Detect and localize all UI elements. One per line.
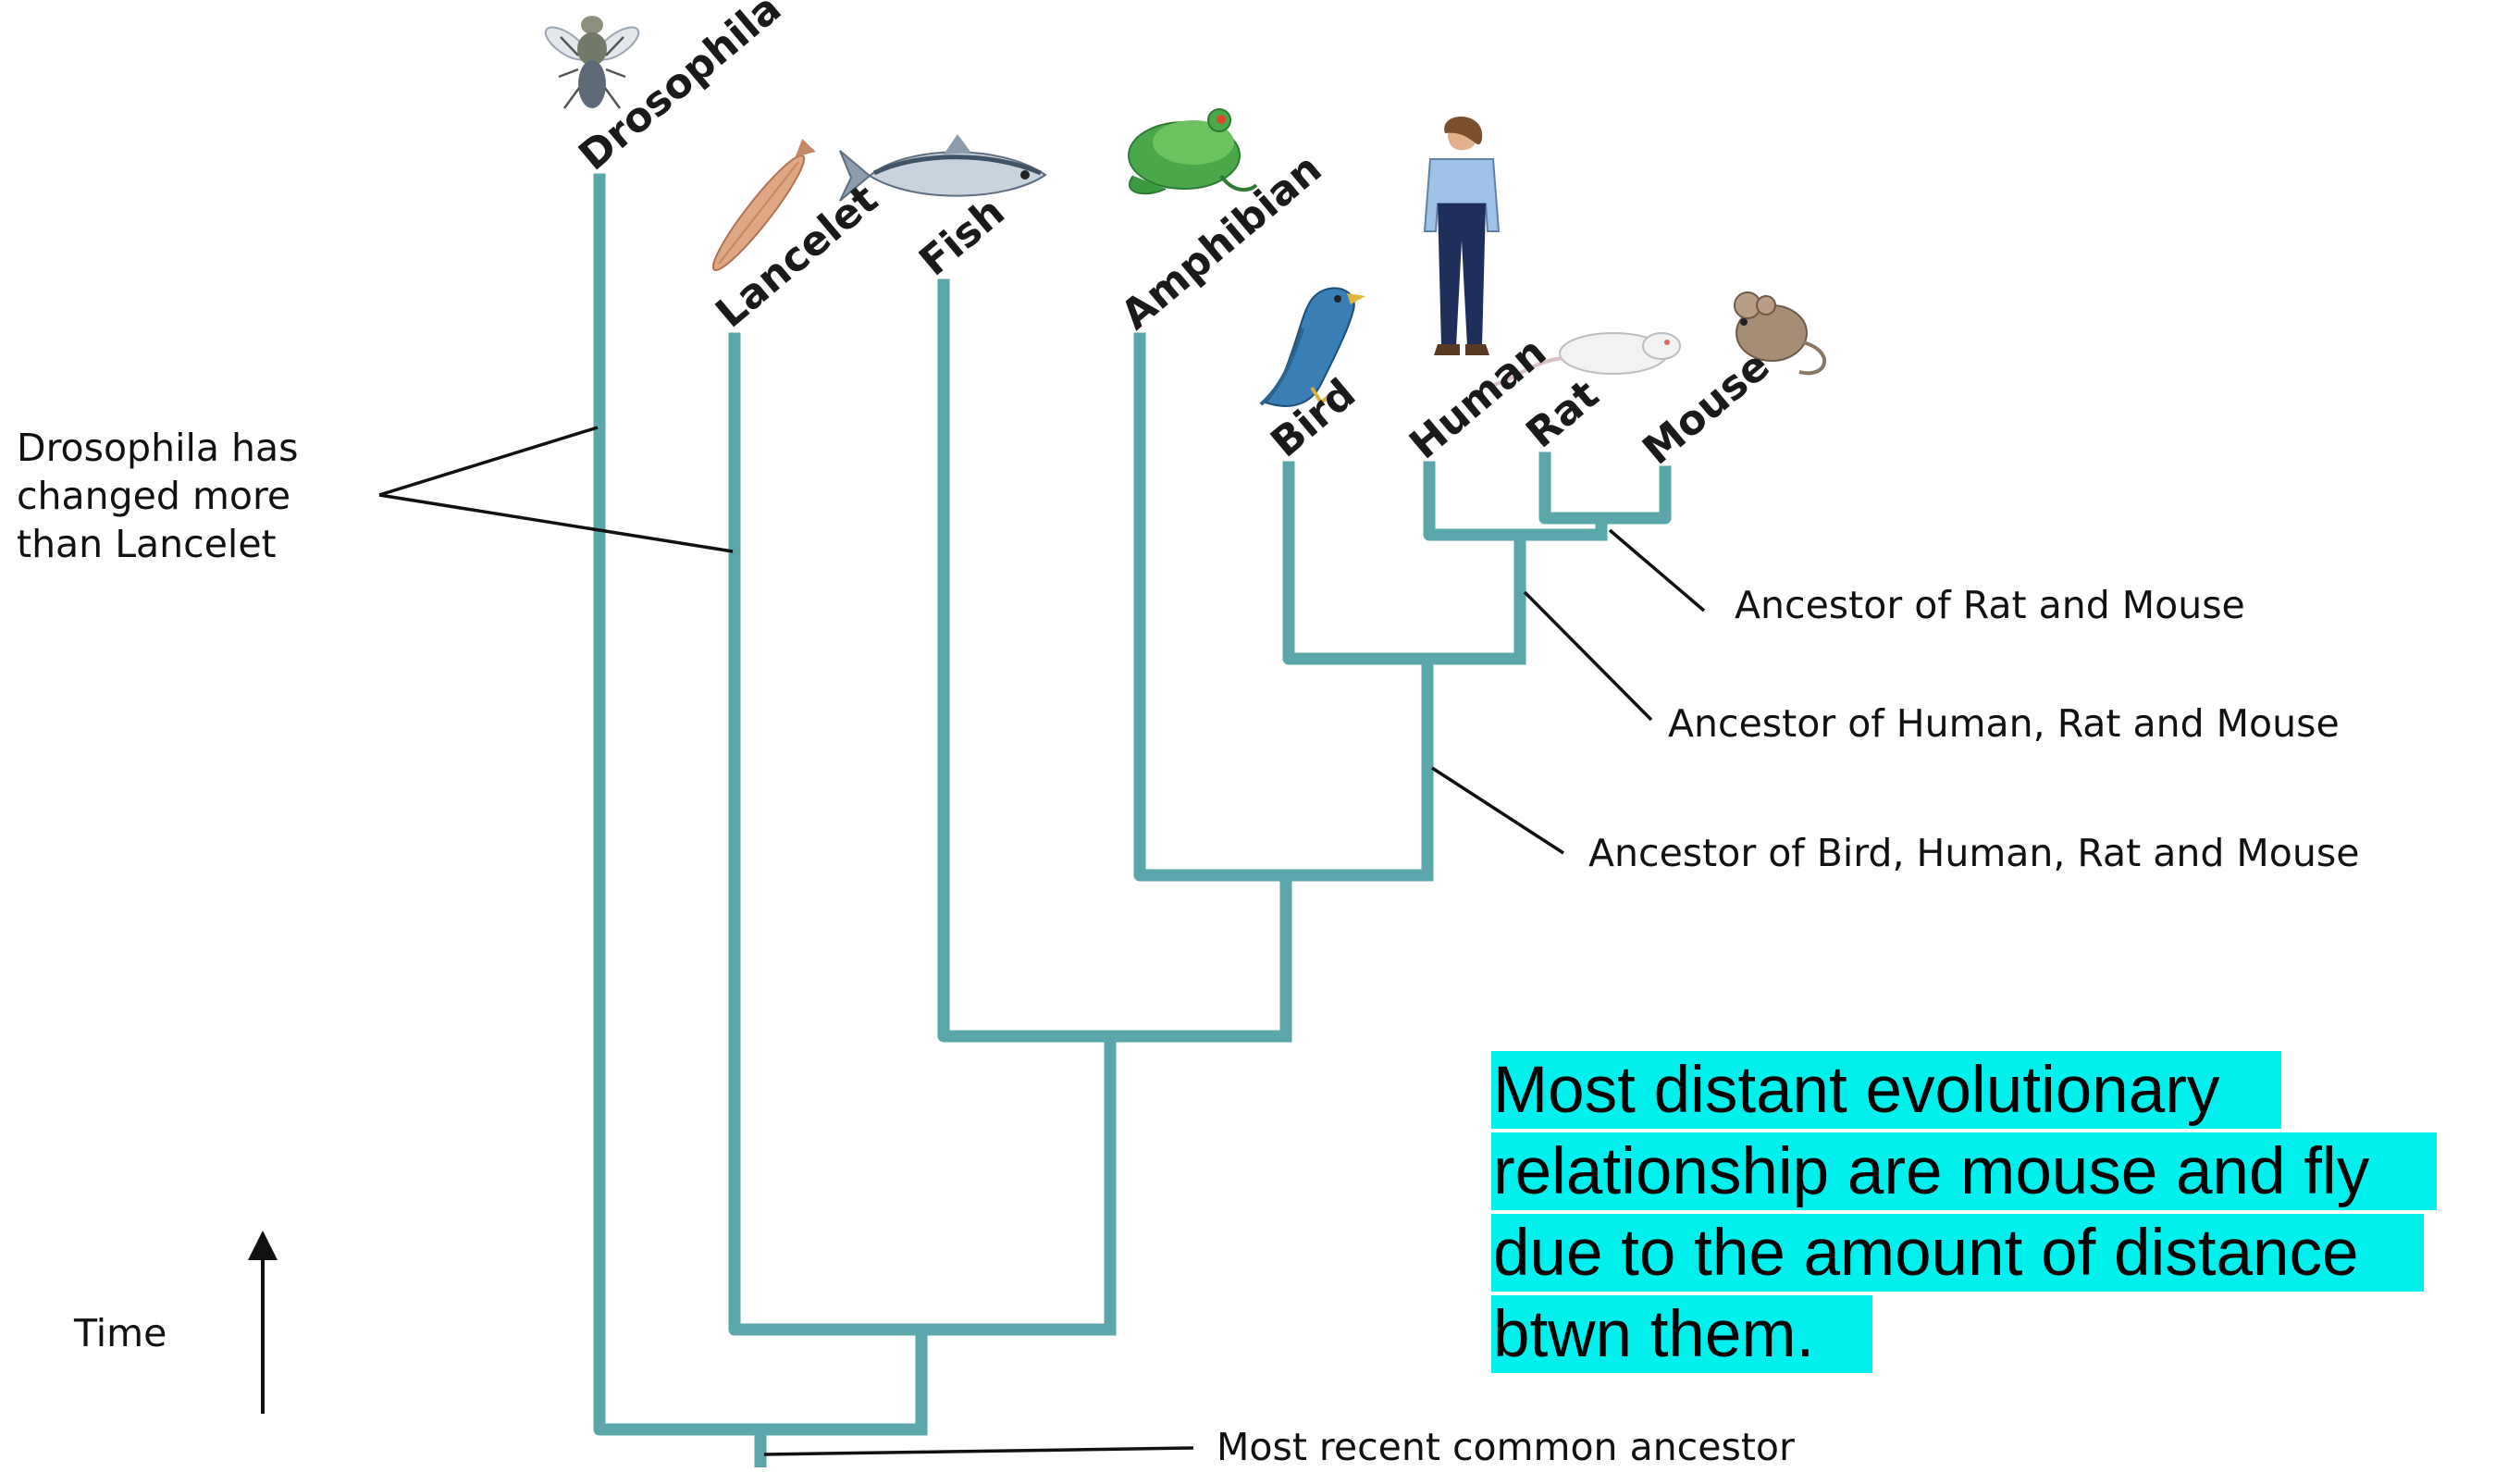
callout-text-line-4: btwn them. xyxy=(1493,1298,1814,1371)
fish-icon xyxy=(840,134,1045,201)
branch-human xyxy=(1429,467,1601,535)
leader-lancelet xyxy=(379,495,733,551)
callout-text-line-3: due to the amount of distance xyxy=(1493,1217,2358,1290)
leader-ancestor-rat-mouse xyxy=(1610,530,1704,611)
leader-most-recent-common-ancestor xyxy=(764,1448,1193,1454)
drosophila-change-note-line-1: Drosophila has xyxy=(17,426,298,470)
branch-bird xyxy=(1289,467,1520,659)
ancestor-human-rat-mouse-label: Ancestor of Human, Rat and Mouse xyxy=(1668,701,2340,746)
time-arrow xyxy=(248,1231,278,1414)
frog-icon xyxy=(1129,109,1256,193)
branch-drosophila xyxy=(599,179,921,1429)
drosophila-change-note-line-2: changed more xyxy=(17,474,290,518)
ancestor-rat-mouse-label: Ancestor of Rat and Mouse xyxy=(1735,583,2245,627)
highlight-callout: Most distant evolutionary relationship a… xyxy=(1491,1051,2437,1373)
taxon-label-fish: Fish xyxy=(910,188,1013,285)
leader-drosophila xyxy=(379,427,598,495)
leader-ancestor-human-rat-mouse xyxy=(1525,592,1651,720)
branch-lancelet xyxy=(735,339,1110,1330)
drosophila-change-note-line-3: than Lancelet xyxy=(17,522,277,566)
time-label: Time xyxy=(73,1311,167,1355)
branch-rat-mouse xyxy=(1545,458,1665,518)
callout-text-line-2: relationship are mouse and fly xyxy=(1493,1135,2370,1208)
branch-fish xyxy=(944,285,1286,1036)
leader-ancestor-bird-human-rat-mouse xyxy=(1432,768,1563,853)
ancestor-bird-human-rat-mouse-label: Ancestor of Bird, Human, Rat and Mouse xyxy=(1588,831,2359,875)
callout-text-line-1: Most distant evolutionary xyxy=(1493,1054,2220,1127)
human-icon xyxy=(1425,117,1499,355)
most-recent-common-ancestor-label: Most recent common ancestor xyxy=(1217,1425,1795,1467)
